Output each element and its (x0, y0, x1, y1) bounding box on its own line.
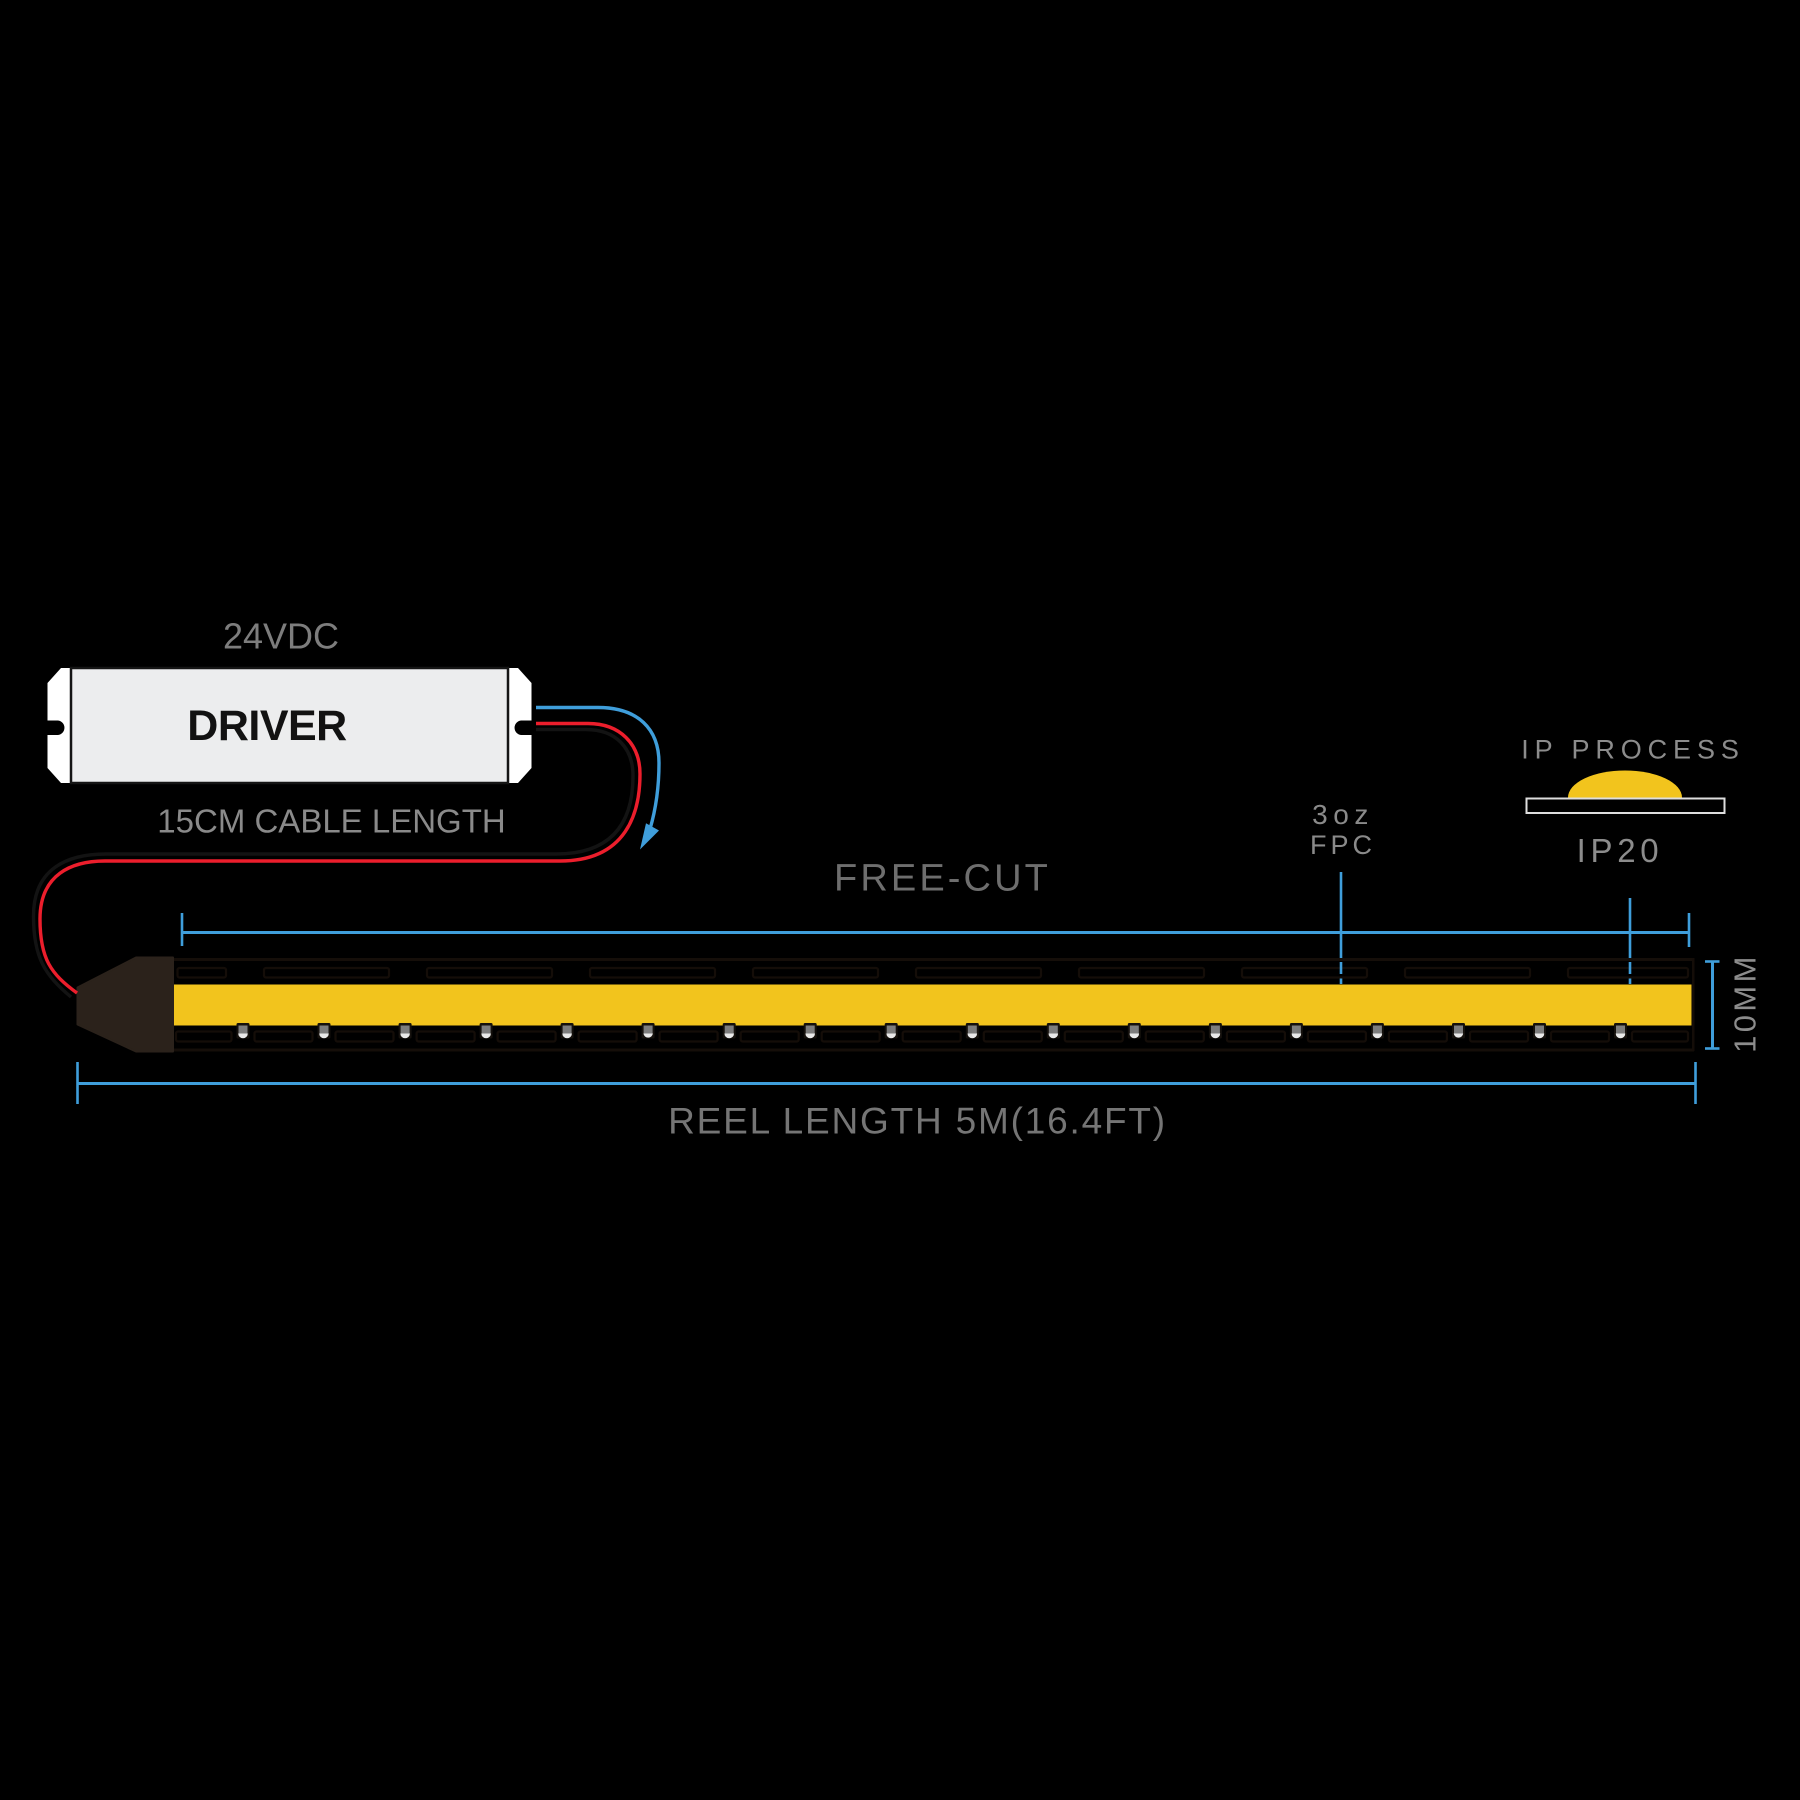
svg-text:IP20: IP20 (1577, 832, 1664, 869)
svg-text:FPC: FPC (1310, 830, 1376, 860)
svg-text:IP PROCESS: IP PROCESS (1521, 734, 1745, 764)
svg-text:10MM: 10MM (1728, 953, 1763, 1053)
svg-text:REEL LENGTH 5M(16.4FT): REEL LENGTH 5M(16.4FT) (668, 1101, 1167, 1142)
svg-text:24VDC: 24VDC (223, 616, 339, 657)
svg-text:FREE-CUT: FREE-CUT (834, 858, 1051, 900)
svg-text:DRIVER: DRIVER (187, 702, 347, 750)
svg-text:3oz: 3oz (1312, 799, 1374, 830)
svg-text:15CM CABLE LENGTH: 15CM CABLE LENGTH (157, 803, 505, 840)
